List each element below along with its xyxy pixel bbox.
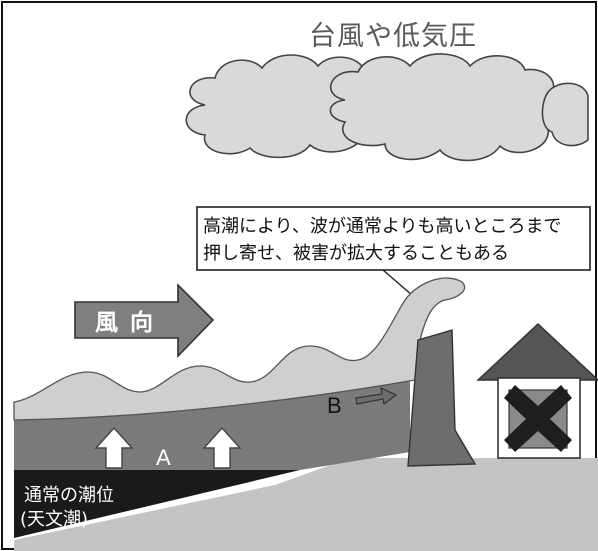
cloud-far-right bbox=[541, 82, 589, 147]
damage-cross-icon bbox=[504, 385, 572, 452]
rise-arrow-right bbox=[202, 426, 242, 469]
storm-cloud-right bbox=[329, 53, 568, 162]
label-a: A bbox=[156, 445, 171, 470]
diagram-title: 台風や低気圧 bbox=[309, 21, 477, 52]
callout-box bbox=[196, 206, 591, 271]
ground bbox=[14, 458, 598, 551]
normal-tide-label-line-2: (天文潮) bbox=[20, 509, 88, 530]
wind-direction-arrow bbox=[74, 283, 215, 358]
house bbox=[476, 323, 598, 459]
callout-line-2: 押し寄せ、被害が拡大することもある bbox=[203, 243, 509, 264]
seawall bbox=[407, 329, 477, 467]
normal-tide-label-line-1: 通常の潮位 bbox=[24, 485, 114, 506]
wind-direction-label: 風 向 bbox=[95, 309, 155, 336]
rise-arrow-left bbox=[94, 426, 134, 469]
callout-line-1: 高潮により、波が通常よりも高いところまで bbox=[203, 216, 562, 237]
push-arrow-b bbox=[355, 386, 398, 406]
normal-tide-wedge bbox=[14, 470, 300, 538]
label-b: B bbox=[327, 393, 342, 418]
